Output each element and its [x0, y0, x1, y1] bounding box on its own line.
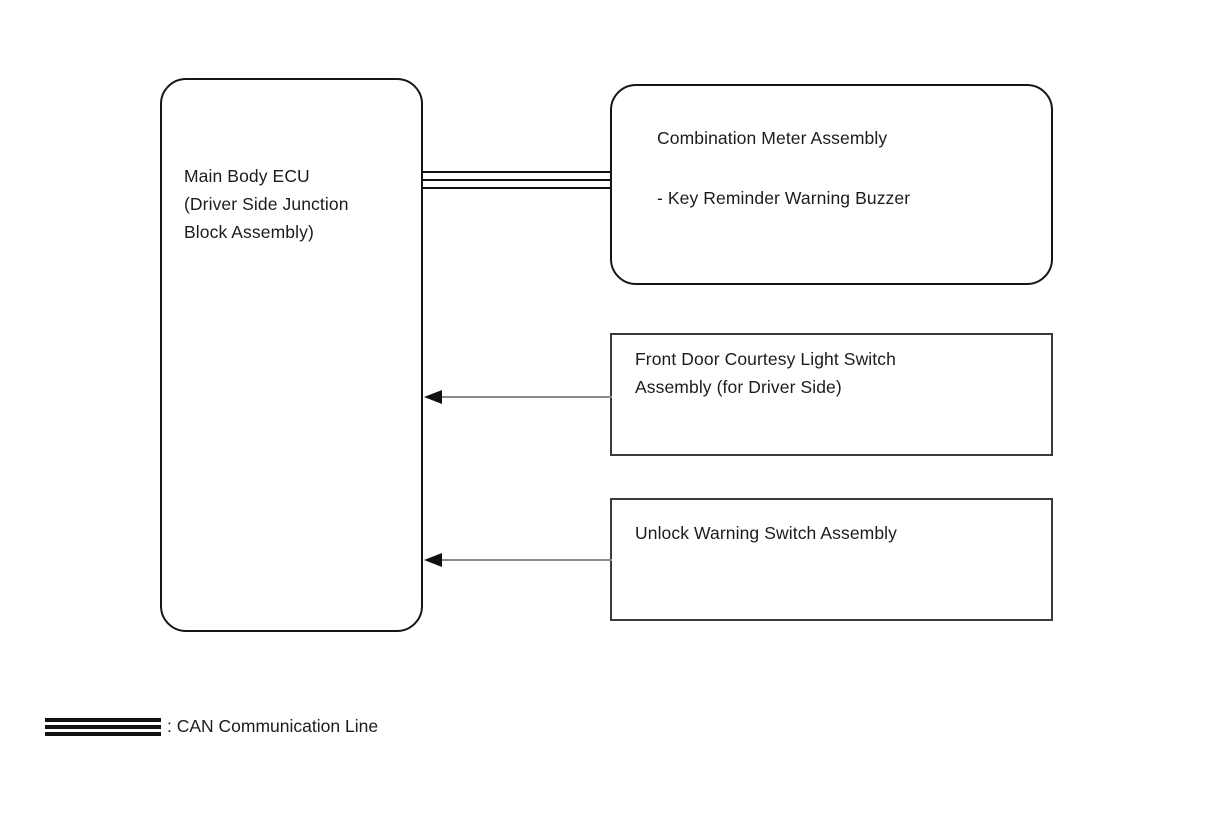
node-combination-meter-sub-item: - Key Reminder Warning Buzzer [657, 188, 911, 208]
node-unlock-warning-switch-assembly-label: Unlock Warning Switch Assembly [635, 523, 898, 543]
arrow-head-left-icon [424, 553, 442, 567]
node-unlock-warning-switch-assembly[interactable]: Unlock Warning Switch Assembly [610, 498, 1053, 621]
connector-courtesy-switch-to-ecu [424, 390, 612, 404]
node-main-body-ecu-label: Main Body ECU (Driver Side Junction Bloc… [184, 166, 349, 242]
connector-shaft [441, 396, 612, 398]
node-combination-meter-title: Combination Meter Assembly [657, 128, 888, 148]
connector-unlock-switch-to-ecu [424, 553, 612, 567]
connector-can-communication-line [423, 170, 611, 190]
can-line-segment [423, 171, 611, 173]
arrow-head-left-icon [424, 390, 442, 404]
connector-shaft [441, 559, 612, 561]
can-line-segment [423, 179, 611, 181]
node-front-door-courtesy-light-switch-label: Front Door Courtesy Light Switch Assembl… [635, 349, 896, 397]
legend-line-segment [45, 725, 161, 729]
legend: : CAN Communication Line [45, 706, 378, 746]
node-main-body-ecu[interactable]: Main Body ECU (Driver Side Junction Bloc… [160, 78, 423, 632]
can-communication-line-symbol-icon [45, 713, 161, 739]
legend-label: : CAN Communication Line [167, 716, 379, 736]
legend-line-segment [45, 732, 161, 736]
node-combination-meter-assembly[interactable]: Combination Meter Assembly - Key Reminde… [610, 84, 1053, 285]
can-line-segment [423, 187, 611, 189]
legend-line-segment [45, 718, 161, 722]
node-front-door-courtesy-light-switch[interactable]: Front Door Courtesy Light Switch Assembl… [610, 333, 1053, 456]
